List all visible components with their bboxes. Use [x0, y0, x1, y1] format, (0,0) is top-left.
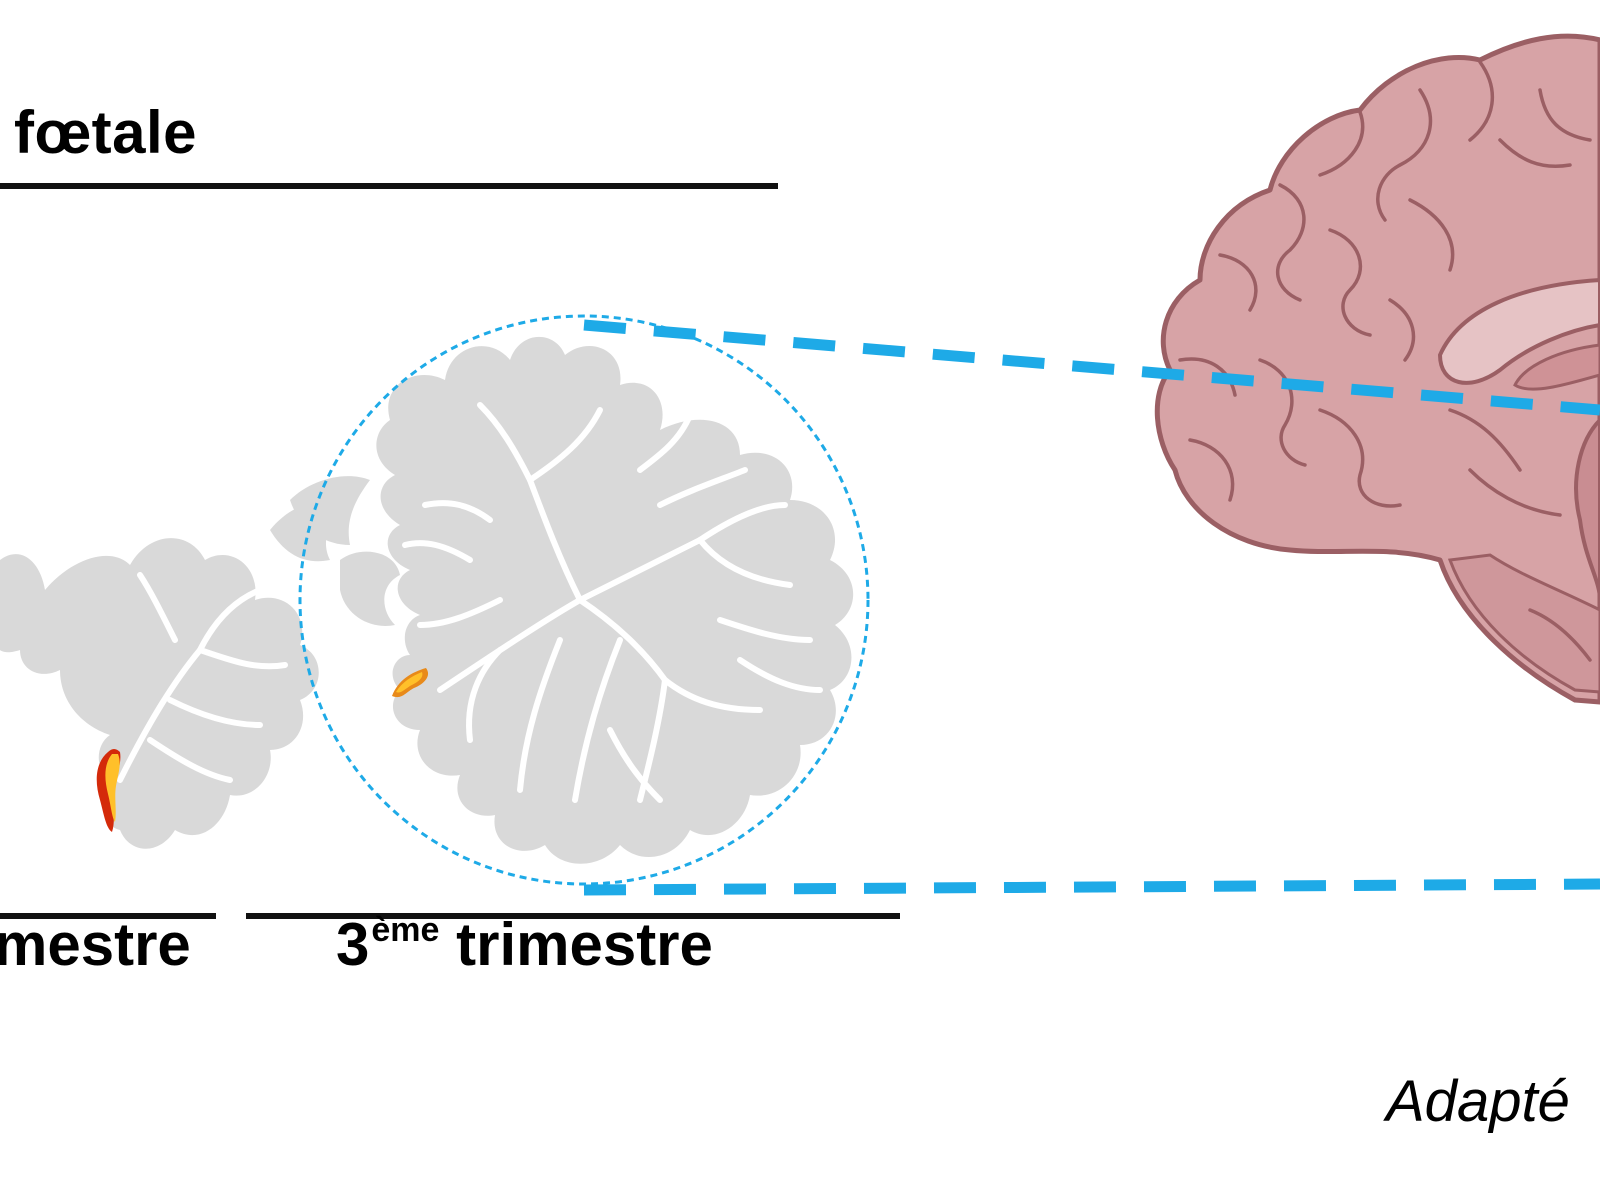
- stage-number: 3: [336, 911, 370, 978]
- brain-outline: [1154, 33, 1600, 705]
- source-attribution: Adapté: [1386, 1069, 1570, 1134]
- cerebellum-small-folia: [117, 572, 288, 783]
- cerebellum-large-icon: [290, 336, 854, 864]
- cerebellum-small-body: [0, 538, 319, 849]
- cerebellum-small-icon: [0, 501, 345, 849]
- germinal-zone-large: [392, 668, 429, 698]
- germinal-zone-large-inner: [396, 672, 423, 693]
- zoom-circle: [298, 314, 870, 886]
- cerebellum-large-left-lobe: [340, 551, 400, 626]
- brainstem-area: [1574, 417, 1600, 601]
- temporal-lobe: [1447, 553, 1600, 694]
- cerebellum-large-body: [376, 336, 854, 864]
- brain-sagittal-icon: [1154, 33, 1600, 705]
- page-title: fœtale: [14, 99, 197, 166]
- stage-label-second-trimester: mestre: [0, 911, 191, 978]
- corpus-callosum: [1437, 277, 1600, 385]
- stage-ordinal-superscript: ème: [371, 911, 440, 949]
- stage-word: trimestre: [439, 911, 713, 978]
- zoom-guide-upper: [583, 319, 1600, 416]
- germinal-zone-small-inner: [105, 754, 120, 822]
- germinal-zone-small: [96, 749, 121, 832]
- cerebellum-large-folia: [402, 402, 823, 803]
- stage-label-third-trimester: 3ème trimestre: [336, 910, 713, 979]
- brain-gyri: [1178, 60, 1592, 662]
- inner-cavity: [1513, 343, 1600, 391]
- zoom-guide-lower: [583, 878, 1600, 896]
